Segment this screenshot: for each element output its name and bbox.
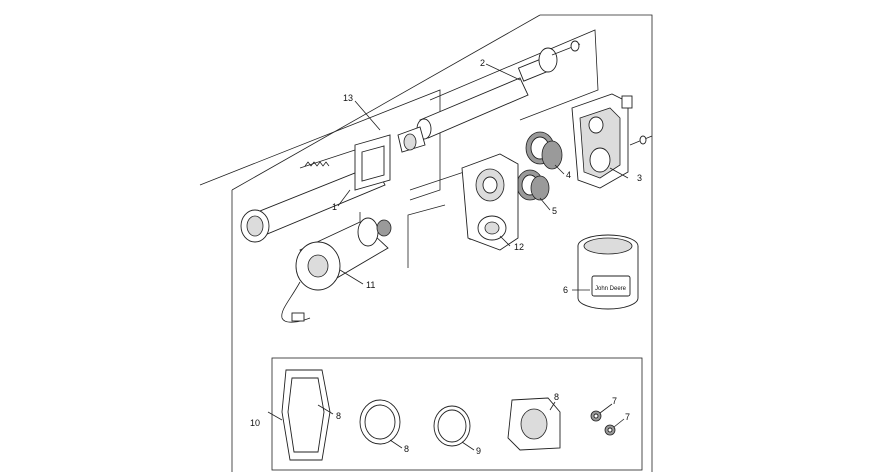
motor — [281, 204, 446, 323]
assembly-outline — [231, 14, 653, 472]
callout-8-ring: 8 — [404, 444, 409, 454]
callout-11: 11 — [366, 280, 375, 290]
callout-8-gasket: 8 — [336, 411, 341, 421]
callout-4: 4 — [566, 170, 571, 180]
callout-12: 12 — [514, 242, 524, 252]
gear-housing — [571, 93, 653, 189]
gear-cover-plate — [409, 153, 519, 251]
callout-3: 3 — [637, 173, 642, 183]
gear-set — [516, 131, 563, 201]
outer-tube-assembly — [199, 89, 441, 243]
callout-1: 1 — [332, 202, 337, 212]
callout-6: 6 — [563, 285, 568, 295]
callout-10: 10 — [250, 418, 260, 428]
callout-labels: 13 2 1 3 4 5 6 11 12 10 8 8 9 8 7 7 John… — [250, 58, 642, 456]
callout-8-plate: 8 — [554, 392, 559, 402]
seal-kit-box — [271, 357, 643, 471]
callout-9: 9 — [476, 446, 481, 456]
callout-7-b: 7 — [625, 412, 630, 422]
callout-13: 13 — [343, 93, 353, 103]
inner-tube-assembly — [397, 29, 599, 153]
callout-5: 5 — [552, 206, 557, 216]
callout-7-a: 7 — [612, 396, 617, 406]
callout-leaders — [267, 63, 629, 451]
can-logo-text: John Deere — [595, 286, 627, 292]
callout-2: 2 — [480, 58, 485, 68]
grease-can — [577, 234, 639, 310]
